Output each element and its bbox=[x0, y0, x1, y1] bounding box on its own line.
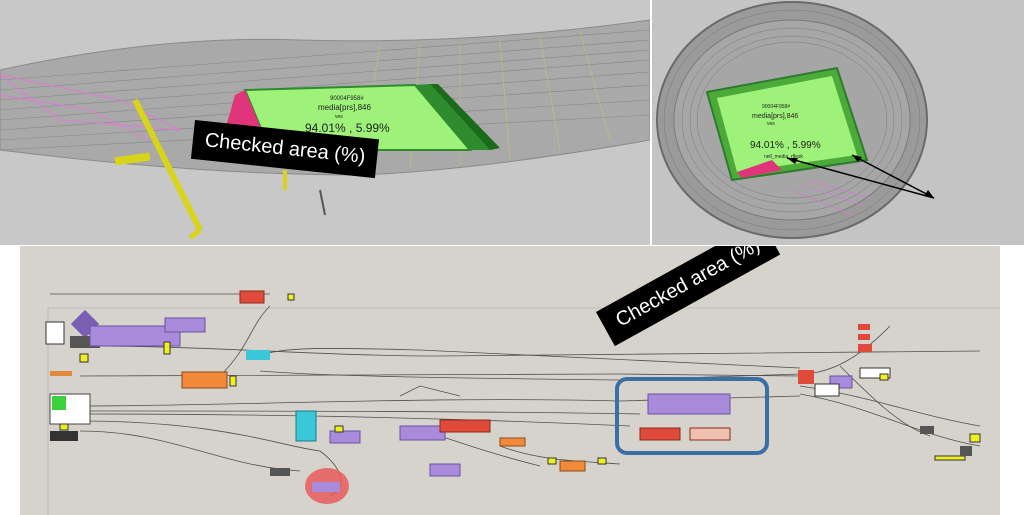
top-pitch-media-label: media[prs],846 bbox=[752, 113, 798, 120]
stadium-top-graphic: 90004F958# media[prs],846 ves 94.01% , 5… bbox=[652, 0, 1024, 245]
pitch-ratio-label: 94.01% , 5.99% bbox=[305, 121, 390, 135]
node-graph-canvas[interactable]: Checked area (%) bbox=[20, 246, 1000, 515]
top-pitch-ratio-label: 94.01% , 5.99% bbox=[750, 140, 821, 151]
checked-area-highlight-box bbox=[615, 377, 769, 455]
top-pitch-footer-label: nell_media_rflesk bbox=[764, 154, 803, 160]
top-pitch-small-label: ves bbox=[767, 121, 775, 127]
pitch-media-label: media[prs],846 bbox=[318, 103, 371, 112]
pitch-code-label: 90004F958# bbox=[330, 96, 364, 102]
double-arrow-icon bbox=[786, 154, 935, 199]
stadium-perspective-graphic: 90004F958# media[prs],846 ves 94.01% , 5… bbox=[0, 0, 650, 245]
stadium-perspective-view: 90004F958# media[prs],846 ves 94.01% , 5… bbox=[0, 0, 650, 245]
stadium-top-view: 90004F958# media[prs],846 ves 94.01% , 5… bbox=[652, 0, 1024, 245]
node-graph-graphic bbox=[20, 246, 1000, 515]
pitch-small-label: ves bbox=[335, 114, 343, 120]
top-pitch-code-label: 90004F958# bbox=[762, 104, 790, 110]
